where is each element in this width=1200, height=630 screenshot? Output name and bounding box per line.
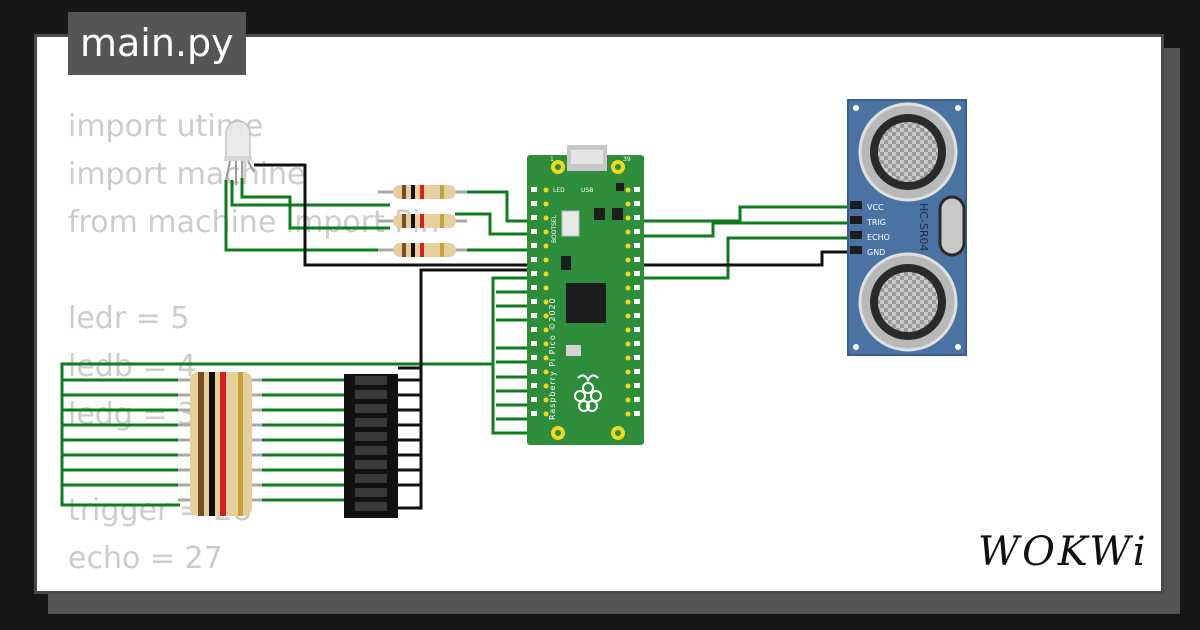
sensor-pin-label: GND xyxy=(867,248,885,257)
pico-led-label: LED xyxy=(553,187,565,194)
code-line: echo = 27 xyxy=(68,541,223,576)
pico-board[interactable]: LED USB 1 39 BOOTSEL Raspberry Pi Pico ©… xyxy=(527,145,644,445)
resistor-bank[interactable] xyxy=(178,372,262,516)
wokwi-logo: WOKWi xyxy=(978,529,1148,575)
file-tab[interactable]: main.py xyxy=(68,12,246,75)
pico-usb-label: USB xyxy=(581,187,593,194)
resistor-1[interactable] xyxy=(378,185,467,199)
resistor-3[interactable] xyxy=(378,243,467,257)
sensor-name: HC-SR04 xyxy=(917,203,930,252)
transducer-top xyxy=(858,102,958,202)
segment-display[interactable] xyxy=(344,374,398,518)
green-wires xyxy=(60,178,860,507)
sensor-pin-label: VCC xyxy=(867,203,884,212)
wokwi-logo-text: WOKWi xyxy=(978,529,1148,575)
code-line: ledb = 4 xyxy=(68,349,197,384)
pico-board-label: Raspberry Pi Pico ©2020 xyxy=(548,297,557,420)
hcsr04-sensor[interactable]: HC-SR04 VCC TRIG ECHO GND xyxy=(847,99,967,356)
pico-pin1-label: 1 xyxy=(550,156,554,163)
code-line: ledr = 5 xyxy=(68,301,190,336)
raspberry-logo xyxy=(574,374,602,412)
transducer-bottom xyxy=(858,252,958,352)
pico-bootsel-label: BOOTSEL xyxy=(551,214,558,243)
resistor-2[interactable] xyxy=(378,214,467,228)
sensor-pin-label: ECHO xyxy=(867,233,890,242)
black-wires xyxy=(254,163,860,510)
rgb-led[interactable] xyxy=(224,120,255,185)
sensor-pin-label: TRIG xyxy=(866,218,886,227)
pico-pin39-label: 39 xyxy=(623,156,631,163)
